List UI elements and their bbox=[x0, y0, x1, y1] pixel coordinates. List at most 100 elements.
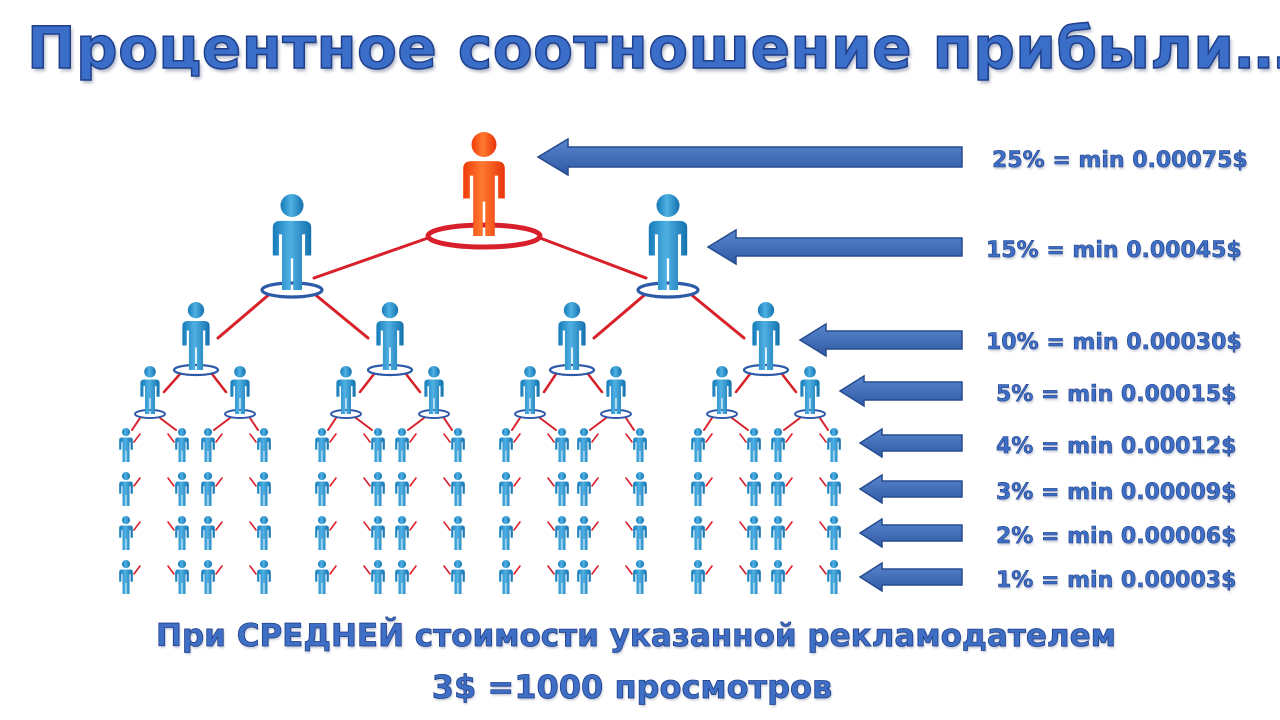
grid-person-icon bbox=[395, 560, 409, 594]
grid-person-icon bbox=[175, 472, 189, 506]
connector-line bbox=[329, 565, 337, 575]
grid-person-icon bbox=[691, 516, 705, 550]
connector-line bbox=[785, 565, 793, 575]
connector-line bbox=[547, 477, 555, 487]
connector-line bbox=[739, 433, 747, 443]
connector-line bbox=[819, 417, 829, 431]
connector-line bbox=[216, 290, 274, 340]
level3-ring-4 bbox=[418, 409, 450, 419]
grid-person-icon bbox=[827, 516, 841, 550]
grid-person-icon bbox=[577, 472, 591, 506]
connector-line bbox=[547, 433, 555, 443]
connector-line bbox=[625, 477, 633, 487]
grid-person-icon bbox=[371, 516, 385, 550]
grid-person-icon bbox=[201, 560, 215, 594]
connector-line bbox=[443, 433, 451, 443]
connector-line bbox=[539, 417, 557, 431]
level2-ring-2 bbox=[366, 363, 414, 377]
grid-person-icon bbox=[201, 428, 215, 462]
level2-ring-1 bbox=[172, 363, 220, 377]
grid-person-icon bbox=[257, 472, 271, 506]
grid-person-icon bbox=[633, 472, 647, 506]
level-label-4: 5% = min 0.00015$ bbox=[996, 382, 1237, 408]
connector-line bbox=[591, 565, 599, 575]
level3-ring-3 bbox=[330, 409, 362, 419]
grid-person-icon bbox=[771, 560, 785, 594]
level3-person-icon-5 bbox=[520, 366, 540, 414]
connector-line bbox=[162, 372, 182, 394]
grid-person-icon bbox=[827, 428, 841, 462]
grid-person-icon bbox=[827, 560, 841, 594]
connector-line bbox=[586, 372, 604, 394]
connector-line bbox=[409, 521, 417, 531]
connector-line bbox=[133, 433, 141, 443]
grid-person-icon bbox=[257, 560, 271, 594]
connector-line bbox=[409, 565, 417, 575]
level2-ring-4 bbox=[742, 363, 790, 377]
grid-person-icon bbox=[747, 560, 761, 594]
level-label-1: 25% = min 0.00075$ bbox=[992, 148, 1248, 174]
connector-line bbox=[249, 417, 259, 431]
level3-ring-2 bbox=[224, 409, 256, 419]
grid-person-icon bbox=[315, 428, 329, 462]
grid-person-icon bbox=[451, 428, 465, 462]
connector-line bbox=[705, 477, 713, 487]
people-group bbox=[119, 132, 841, 594]
connector-line bbox=[443, 521, 451, 531]
grid-person-icon bbox=[747, 428, 761, 462]
grid-person-icon bbox=[395, 472, 409, 506]
connector-line bbox=[705, 433, 713, 443]
level2-person-icon-4 bbox=[752, 302, 780, 370]
connector-line bbox=[731, 417, 749, 431]
connector-line bbox=[513, 565, 521, 575]
grid-person-icon bbox=[691, 560, 705, 594]
level1-ring-2 bbox=[636, 281, 700, 299]
grid-person-icon bbox=[499, 472, 513, 506]
connector-line bbox=[407, 417, 425, 431]
grid-person-icon bbox=[451, 516, 465, 550]
slide-title: Процентное соотношение прибыли… bbox=[26, 13, 1280, 83]
level3-ring-5 bbox=[514, 409, 546, 419]
connector-line bbox=[159, 417, 177, 431]
level2-person-icon-2 bbox=[376, 302, 404, 370]
level1-person-icon-1 bbox=[272, 194, 312, 290]
grid-person-icon bbox=[555, 516, 569, 550]
connector-line bbox=[167, 433, 175, 443]
connector-line bbox=[739, 521, 747, 531]
connector-line bbox=[355, 417, 373, 431]
connector-line bbox=[215, 477, 223, 487]
connector-line bbox=[443, 417, 453, 431]
connector-line bbox=[249, 477, 257, 487]
connector-line bbox=[819, 433, 827, 443]
grid-person-icon bbox=[119, 472, 133, 506]
level3-person-icon-7 bbox=[712, 366, 732, 414]
grid-person-icon bbox=[499, 428, 513, 462]
connector-line bbox=[215, 565, 223, 575]
level-arrow-5 bbox=[858, 427, 963, 459]
level-arrow-1 bbox=[536, 137, 963, 177]
level3-person-icon-6 bbox=[606, 366, 626, 414]
connector-line bbox=[785, 521, 793, 531]
connector-line bbox=[547, 521, 555, 531]
grid-person-icon bbox=[555, 560, 569, 594]
connector-line bbox=[592, 290, 650, 340]
grid-person-icon bbox=[771, 428, 785, 462]
footer-note: При СРЕДНЕЙ стоимости указанной рекламод… bbox=[156, 618, 1117, 655]
connector-line bbox=[705, 521, 713, 531]
connector-lines bbox=[131, 236, 829, 575]
grid-person-icon bbox=[747, 472, 761, 506]
level3-ring-6 bbox=[600, 409, 632, 419]
grid-person-icon bbox=[315, 516, 329, 550]
top-person-icon bbox=[463, 132, 505, 236]
grid-person-icon bbox=[555, 428, 569, 462]
grid-person-icon bbox=[395, 516, 409, 550]
grid-person-icon bbox=[371, 472, 385, 506]
level-arrow-6 bbox=[858, 473, 963, 505]
connector-line bbox=[819, 521, 827, 531]
level-arrow-8 bbox=[858, 561, 963, 593]
connector-line bbox=[329, 477, 337, 487]
grid-person-icon bbox=[577, 516, 591, 550]
grid-person-icon bbox=[633, 516, 647, 550]
grid-person-icon bbox=[315, 472, 329, 506]
connector-line bbox=[133, 521, 141, 531]
